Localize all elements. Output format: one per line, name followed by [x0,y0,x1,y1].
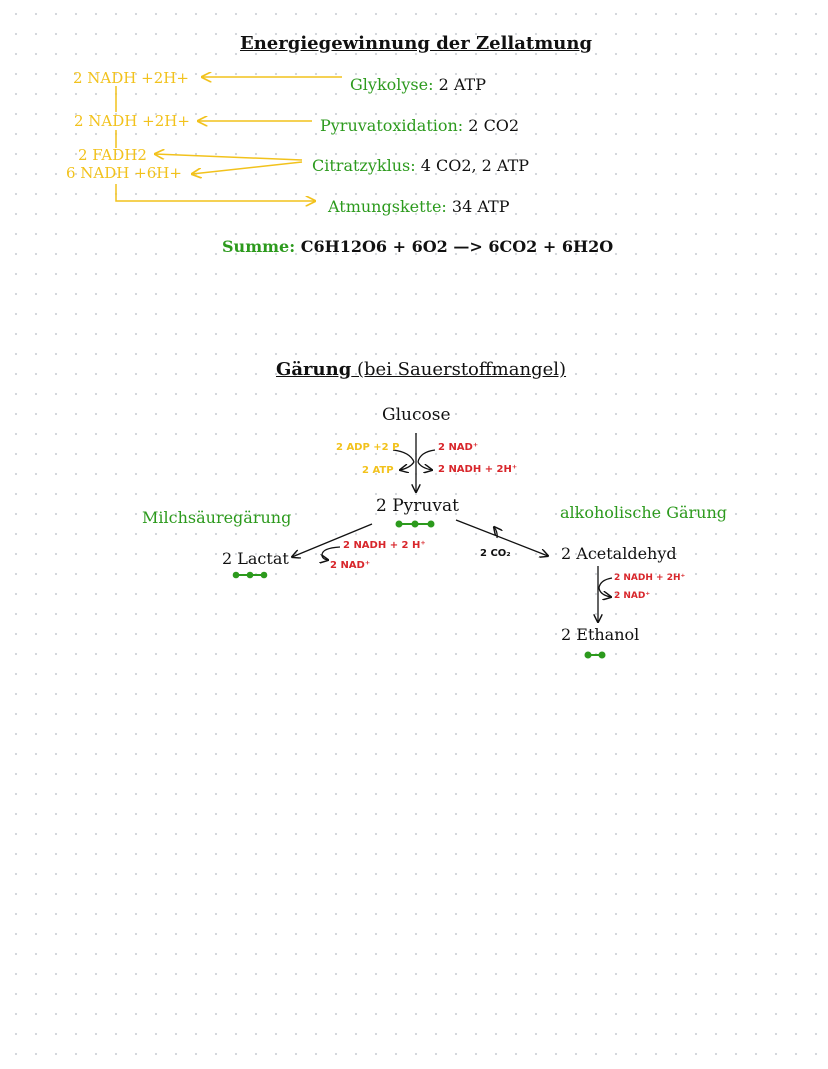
arrow-nadh-in-left [321,546,341,556]
arrow-co2-out [494,527,497,539]
label-atp: 2 ATP [362,465,394,476]
title-gaerung-main: Gärung [276,359,352,380]
label-nad-top: 2 NAD⁺ [438,442,479,453]
label-acetaldehyd: 2 Acetaldehyd [561,544,677,563]
arrow-citrat-nadh [192,161,303,174]
arrow-citrat-fadh [155,154,303,161]
arrow-adp-in [392,449,415,463]
step-glykolyse-value: 2 ATP [438,75,486,94]
summe-line: Summe: C6H12O6 + 6O2 —> 6CO2 + 6H2O [222,239,613,255]
bracket-line [115,86,315,201]
label-nadh-right: 2 NADH + 2H⁺ [614,573,686,583]
label-co2: 2 CO₂ [480,548,511,559]
step-citratzyklus-value: 4 CO2, 2 ATP [420,156,530,175]
label-alkoholische-gaerung: alkoholische Gärung [560,503,728,522]
step-atmungskette-value: 34 ATP [451,197,510,216]
summe-equation: C6H12O6 + 6O2 —> 6CO2 + 6H2O [300,237,614,256]
label-lactat: 2 Lactat [222,549,289,568]
step-atmungskette: Atmungskette: 34 ATP [328,199,509,215]
step-atmungskette-name: Atmungskette: [328,197,447,216]
summe-label: Summe: [222,237,296,256]
step-pyruvatoxidation-name: Pyruvatoxidation: [320,116,464,135]
label-milchsaeuregaerung: Milchsäuregärung [142,508,292,527]
black-arrows [292,433,612,622]
product-nadh-2: 2 NADH +2H+ [74,112,190,130]
product-nadh-1: 2 NADH +2H+ [73,69,189,87]
label-nadh-left: 2 NADH + 2 H⁺ [343,540,426,551]
label-pyruvat: 2 Pyruvat [376,496,459,516]
lactat-molecule-icon [232,571,268,579]
step-citratzyklus-name: Citratzyklus: [312,156,416,175]
product-fadh2: 2 FADH2 [78,146,147,164]
product-nadh-6: 6 NADH +6H+ [66,164,182,182]
label-glucose: Glucose [382,405,451,425]
step-pyruvatoxidation-value: 2 CO2 [468,116,520,135]
arrow-nadh-in-right [598,577,613,589]
label-adp: 2 ADP +2 P [336,442,400,453]
step-glykolyse-name: Glykolyse: [350,75,434,94]
label-nad-left: 2 NAD⁺ [330,560,371,571]
title-energiegewinnung: Energiegewinnung der Zellatmung [240,33,593,54]
yellow-arrows [115,77,342,201]
ethanol-molecule-icon [584,651,606,659]
label-nadh-top: 2 NADH + 2H⁺ [438,464,518,475]
label-ethanol: 2 Ethanol [561,625,640,644]
step-citratzyklus: Citratzyklus: 4 CO2, 2 ATP [312,158,529,174]
arrow-nad-out-right [598,587,611,597]
label-nad-right: 2 NAD⁺ [614,591,651,601]
title-gaerung-sub: (bei Sauerstoffmangel) [351,359,567,380]
step-glykolyse: Glykolyse: 2 ATP [350,77,486,93]
arrow-pyruvat-lactat [292,523,373,557]
arrow-nad-in [417,449,436,463]
arrow-nadh-out [417,461,432,470]
arrow-atp-out [400,461,415,470]
arrow-nad-out-left [322,555,328,560]
pyruvat-molecule-icon [395,520,435,528]
arrow-pyruvat-acetaldehyd [455,519,548,556]
title-gaerung: Gärung (bei Sauerstoffmangel) [276,361,566,379]
step-pyruvatoxidation: Pyruvatoxidation: 2 CO2 [320,118,519,134]
